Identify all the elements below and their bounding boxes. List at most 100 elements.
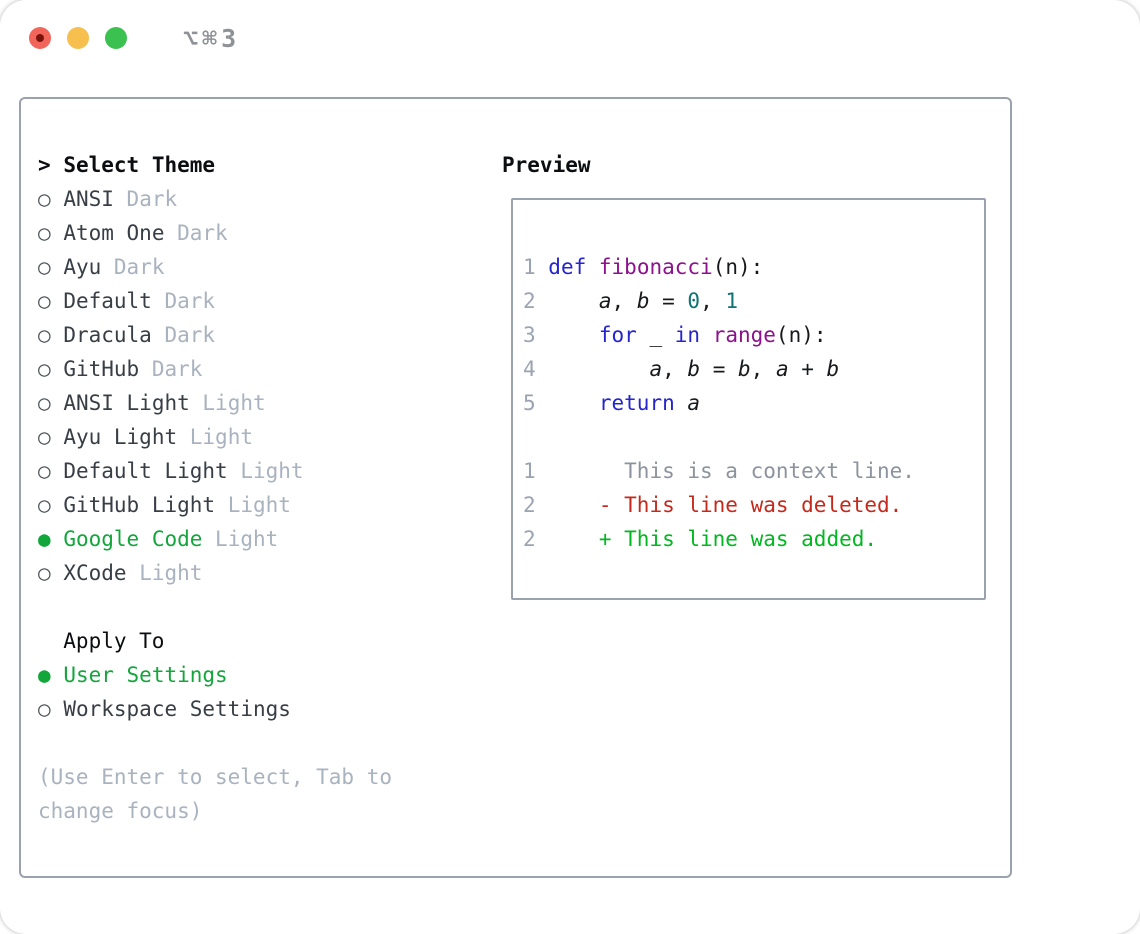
code-token: fibonacci xyxy=(598,255,713,279)
theme-name: GitHub Light xyxy=(63,493,216,517)
select-theme-header-label: Select Theme xyxy=(63,153,216,177)
theme-name: XCode xyxy=(63,561,127,585)
code-token: , xyxy=(750,357,776,381)
code-token: 1 xyxy=(725,289,739,313)
preview-line: 1 This is a context line. xyxy=(523,454,984,488)
theme-option-default-dark[interactable]: ○ Default Dark xyxy=(38,284,482,318)
apply-option-label: User Settings xyxy=(63,663,228,687)
code-token: for xyxy=(598,323,637,347)
radio-empty-icon: ○ xyxy=(38,391,51,415)
code-token xyxy=(548,391,599,415)
theme-name: Ayu Light xyxy=(63,425,178,449)
radio-selected-icon: ● xyxy=(38,663,51,687)
keyboard-hint-text: (Use Enter to select, Tab to change focu… xyxy=(38,765,393,823)
code-token: in xyxy=(674,323,701,347)
line-number: 1 xyxy=(523,255,536,279)
minimize-button[interactable] xyxy=(67,27,89,49)
preview-line: 1 def fibonacci(n): xyxy=(523,250,984,284)
code-token xyxy=(548,323,599,347)
code-token xyxy=(548,357,649,381)
radio-empty-icon: ○ xyxy=(38,187,51,211)
theme-variant: Dark xyxy=(164,289,216,313)
theme-name: Default Light xyxy=(63,459,228,483)
line-number: 1 xyxy=(523,459,536,483)
code-token: a xyxy=(687,391,701,415)
theme-option-default-light-light[interactable]: ○ Default Light Light xyxy=(38,454,482,488)
close-button[interactable] xyxy=(29,27,51,49)
code-token: = xyxy=(700,357,738,381)
code-token: + xyxy=(788,357,827,381)
theme-option-dracula-dark[interactable]: ○ Dracula Dark xyxy=(38,318,482,352)
code-token: return xyxy=(598,391,675,415)
theme-name: Atom One xyxy=(63,221,165,245)
code-token xyxy=(700,323,713,347)
radio-empty-icon: ○ xyxy=(38,255,51,279)
code-token: def xyxy=(548,255,587,279)
theme-variant: Light xyxy=(202,391,266,415)
radio-empty-icon: ○ xyxy=(38,493,51,517)
code-token: b xyxy=(636,289,650,313)
line-number: 2 xyxy=(523,289,536,313)
preview-line: 4 a, b = b, a + b xyxy=(523,352,984,386)
radio-empty-icon: ○ xyxy=(38,425,51,449)
theme-variant: Dark xyxy=(113,255,165,279)
radio-empty-icon: ○ xyxy=(38,459,51,483)
theme-option-github-dark[interactable]: ○ GitHub Dark xyxy=(38,352,482,386)
theme-option-ayu-light-light[interactable]: ○ Ayu Light Light xyxy=(38,420,482,454)
apply-to-option-list: ● User Settings○ Workspace Settings xyxy=(38,658,482,726)
theme-name: Google Code xyxy=(63,527,203,551)
diff-preview-block: 1 This is a context line.2 - This line w… xyxy=(523,454,984,556)
theme-picker-panel: > Select Theme ○ ANSI Dark○ Atom One Dar… xyxy=(19,97,1012,878)
line-number: 2 xyxy=(523,493,536,517)
code-token xyxy=(548,493,599,517)
code-token: = xyxy=(649,289,688,313)
theme-name: ANSI Light xyxy=(63,391,190,415)
theme-menu: > Select Theme ○ ANSI Dark○ Atom One Dar… xyxy=(38,148,482,828)
code-token: , xyxy=(662,357,688,381)
theme-option-ansi-dark[interactable]: ○ ANSI Dark xyxy=(38,182,482,216)
code-token: This is a context line. xyxy=(548,459,915,483)
radio-empty-icon: ○ xyxy=(38,357,51,381)
code-token: range xyxy=(712,323,776,347)
theme-variant: Dark xyxy=(126,187,178,211)
apply-option-user-settings[interactable]: ● User Settings xyxy=(38,658,482,692)
theme-option-list: ○ ANSI Dark○ Atom One Dark○ Ayu Dark○ De… xyxy=(38,182,482,590)
theme-option-atom-one-dark[interactable]: ○ Atom One Dark xyxy=(38,216,482,250)
code-token: (n): xyxy=(775,323,827,347)
preview-line: 5 return a xyxy=(523,386,984,420)
apply-option-workspace-settings[interactable]: ○ Workspace Settings xyxy=(38,692,482,726)
line-number: 3 xyxy=(523,323,536,347)
focus-cursor-icon: > xyxy=(38,153,51,177)
preview-line: 2 + This line was added. xyxy=(523,522,984,556)
theme-variant: Light xyxy=(240,459,304,483)
close-dot-icon xyxy=(36,34,44,42)
line-number: 2 xyxy=(523,527,536,551)
preview-header: Preview xyxy=(502,153,591,177)
theme-option-ayu-dark[interactable]: ○ Ayu Dark xyxy=(38,250,482,284)
code-token: , xyxy=(611,289,637,313)
theme-name: ANSI xyxy=(63,187,114,211)
theme-option-google-code-light[interactable]: ● Google Code Light xyxy=(38,522,482,556)
apply-option-label: Workspace Settings xyxy=(63,697,291,721)
preview-line: 2 - This line was deleted. xyxy=(523,488,984,522)
code-token xyxy=(586,255,599,279)
theme-option-github-light-light[interactable]: ○ GitHub Light Light xyxy=(38,488,482,522)
preview-line: 3 for _ in range(n): xyxy=(523,318,984,352)
radio-empty-icon: ○ xyxy=(38,697,51,721)
theme-variant: Light xyxy=(189,425,253,449)
theme-variant: Light xyxy=(139,561,203,585)
line-number: 4 xyxy=(523,357,536,381)
radio-empty-icon: ○ xyxy=(38,323,51,347)
select-theme-header: > Select Theme xyxy=(38,148,482,182)
radio-selected-icon: ● xyxy=(38,527,51,551)
theme-option-xcode-light[interactable]: ○ XCode Light xyxy=(38,556,482,590)
code-token: , xyxy=(700,289,726,313)
theme-name: Ayu xyxy=(63,255,102,279)
theme-name: Default xyxy=(63,289,152,313)
code-token: b xyxy=(826,357,840,381)
theme-option-ansi-light-light[interactable]: ○ ANSI Light Light xyxy=(38,386,482,420)
maximize-button[interactable] xyxy=(105,27,127,49)
line-number: 5 xyxy=(523,391,536,415)
code-token xyxy=(548,527,599,551)
